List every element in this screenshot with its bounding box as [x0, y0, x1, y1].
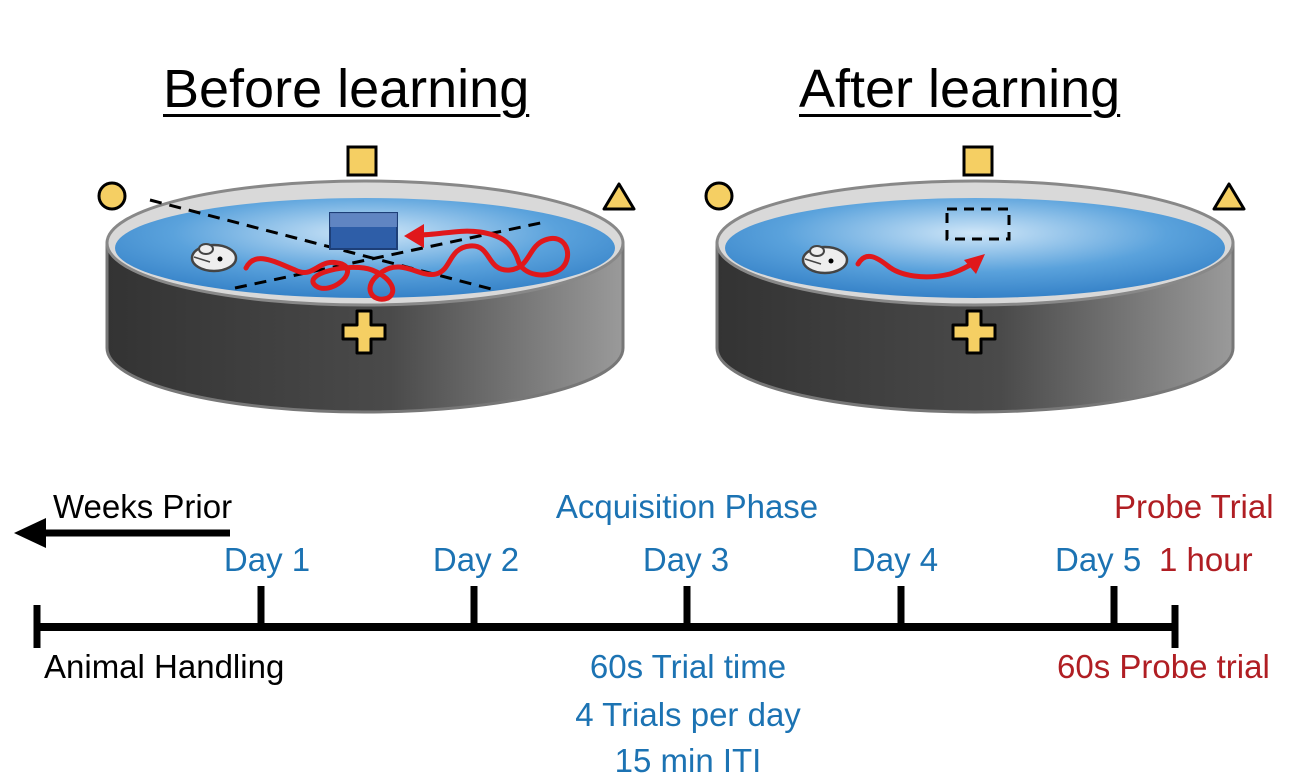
- hidden-platform: [945, 207, 1011, 241]
- mouse-icon: [801, 245, 849, 275]
- trial-time-label: 60s Trial time: [589, 648, 787, 685]
- plus-cue: [951, 309, 997, 355]
- day-3-label: Day 3: [642, 541, 730, 578]
- day-4-label: Day 4: [851, 541, 939, 578]
- iti-label: 15 min ITI: [614, 742, 762, 779]
- mouse-icon: [190, 243, 238, 273]
- square-cue: [962, 145, 994, 177]
- swim-path: [243, 228, 571, 302]
- animal-handling-label: Animal Handling: [44, 648, 285, 685]
- square-cue: [346, 145, 378, 177]
- plus-cue: [341, 309, 387, 355]
- probe-delay-label: 1 hour: [1159, 541, 1253, 578]
- title-after-learning: After learning: [799, 59, 1121, 119]
- weeks-prior-arrow: [14, 518, 230, 548]
- trials-per-day-label: 4 Trials per day: [575, 696, 801, 733]
- platform: [329, 212, 398, 250]
- path-arrowhead: [404, 224, 424, 248]
- path-arrowhead: [964, 254, 985, 274]
- circle-cue: [704, 181, 734, 211]
- triangle-cue: [1212, 182, 1246, 211]
- day-2-label: Day 2: [432, 541, 520, 578]
- probe-trial-duration-label: 60s Probe trial: [1057, 648, 1270, 685]
- probe-trial-header: Probe Trial: [1114, 488, 1274, 525]
- weeks-prior-label: Weeks Prior: [53, 488, 233, 525]
- swim-path: [855, 253, 975, 280]
- day-5-label: Day 5: [1055, 541, 1142, 578]
- triangle-cue: [602, 182, 636, 211]
- title-before-learning: Before learning: [163, 59, 530, 119]
- timeline-axis: [33, 586, 1179, 648]
- pool-after: [715, 179, 1235, 414]
- acquisition-phase-label: Acquisition Phase: [555, 488, 819, 525]
- circle-cue: [97, 181, 127, 211]
- day-1-label: Day 1: [223, 541, 311, 578]
- pool-before: [105, 179, 625, 414]
